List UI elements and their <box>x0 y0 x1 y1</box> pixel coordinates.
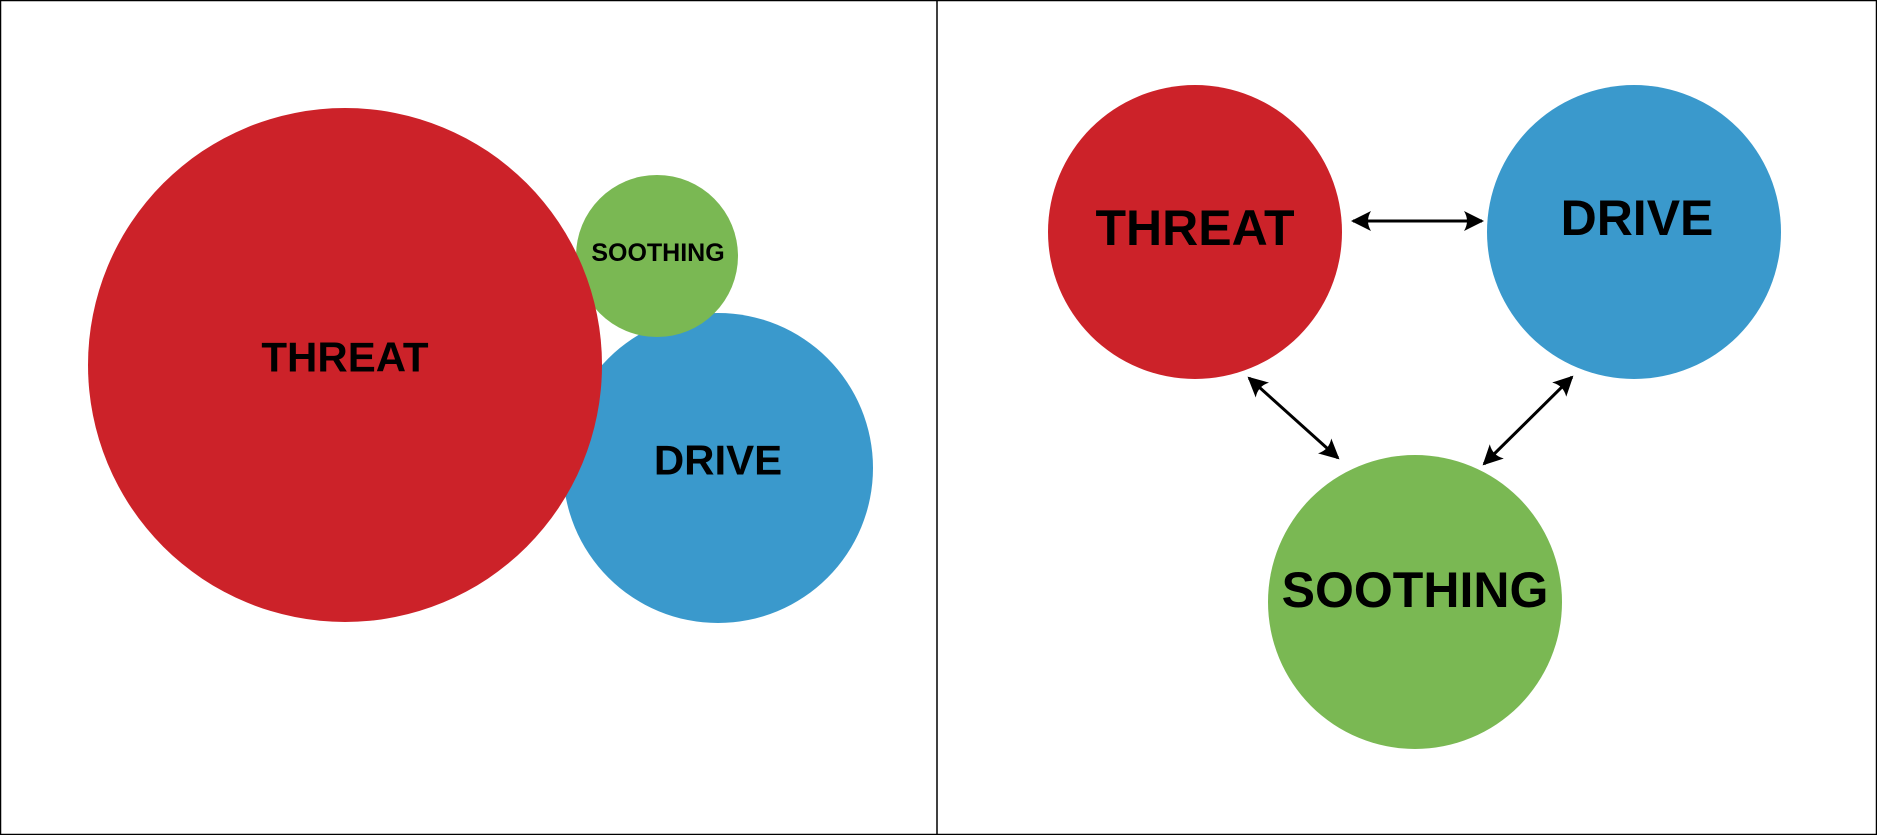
arrow-drive-soothing <box>1482 375 1574 466</box>
left-drive-label: DRIVE <box>654 437 782 484</box>
left-threat-label: THREAT <box>261 334 429 381</box>
right-drive-label: DRIVE <box>1561 190 1714 246</box>
right-drive-circle <box>1487 85 1781 379</box>
right-soothing-circle <box>1268 455 1562 749</box>
right-panel: THREAT DRIVE SOOTHING <box>1048 85 1781 749</box>
left-soothing-circle <box>576 175 738 337</box>
right-soothing-label: SOOTHING <box>1282 562 1549 618</box>
left-panel: THREAT SOOTHING DRIVE <box>88 108 873 623</box>
arrow-threat-soothing <box>1247 376 1340 460</box>
right-threat-circle <box>1048 85 1342 379</box>
left-threat-circle <box>88 108 602 622</box>
left-soothing-label: SOOTHING <box>591 239 724 267</box>
left-drive-circle <box>563 313 873 623</box>
right-threat-label: THREAT <box>1095 200 1294 256</box>
